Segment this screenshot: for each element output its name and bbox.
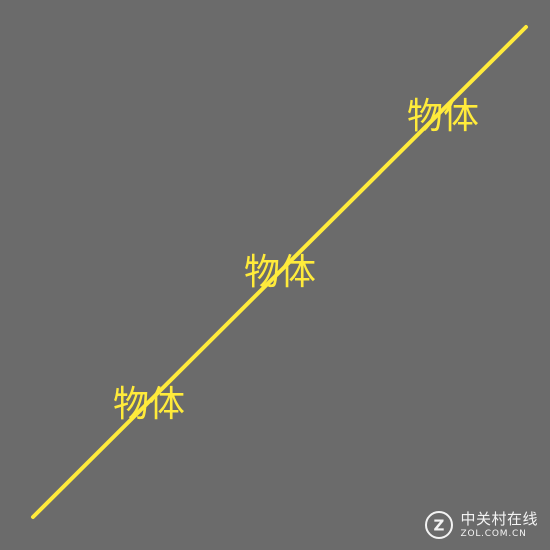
object-label-top: 物体 <box>406 96 480 137</box>
diagonal-line <box>31 25 528 519</box>
watermark-text: 中关村在线 ZOL.COM.CN <box>460 509 538 539</box>
zol-logo-icon: Z <box>425 511 454 539</box>
object-label-middle: 物体 <box>243 252 317 293</box>
object-label-bottom: 物体 <box>112 384 186 425</box>
logo-letter: Z <box>434 517 445 535</box>
watermark-brand-cn: 中关村在线 <box>460 509 538 528</box>
zol-watermark: Z 中关村在线 ZOL.COM.CN <box>424 510 538 540</box>
logo-ring <box>425 511 454 539</box>
watermark-brand-en: ZOL.COM.CN <box>460 528 527 539</box>
